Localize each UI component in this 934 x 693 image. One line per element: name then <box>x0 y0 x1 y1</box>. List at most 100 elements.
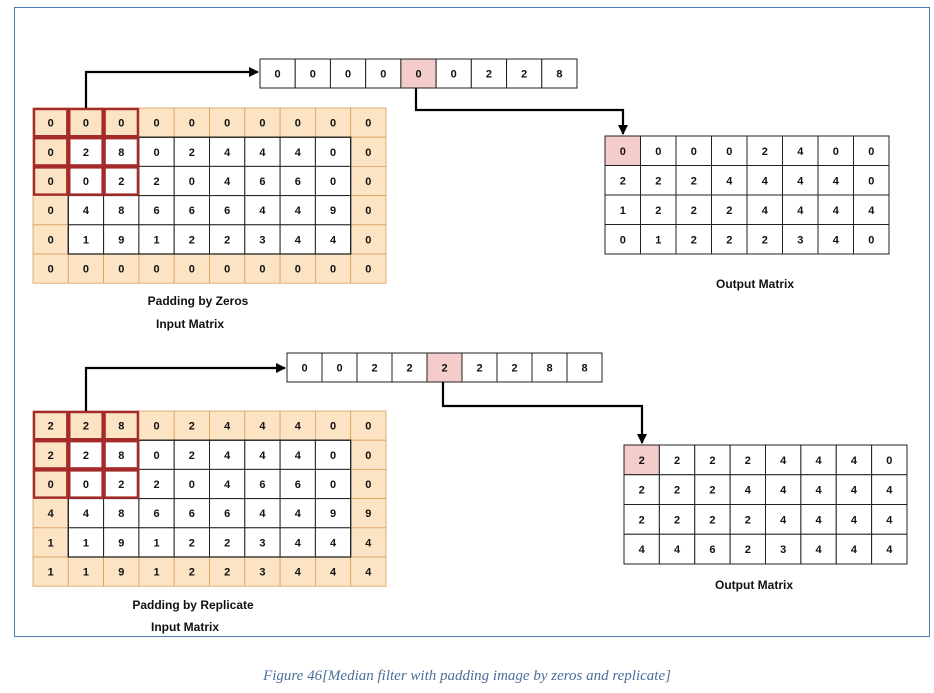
output-cell <box>853 224 890 255</box>
output-cell-value: 2 <box>674 514 680 526</box>
input-cell-value: 2 <box>48 421 54 433</box>
output-cell-value: 2 <box>745 544 751 556</box>
input-cell-value: 0 <box>153 264 159 276</box>
output-cell <box>623 504 660 535</box>
sorted-cell-value: 0 <box>336 363 342 375</box>
output-cell-value: 4 <box>886 514 893 526</box>
sorted-cell-value: 0 <box>380 69 386 81</box>
padding-cell <box>244 556 281 587</box>
output-cell <box>694 444 731 476</box>
input-cell-value: 0 <box>330 450 336 462</box>
input-cell-value: 3 <box>259 537 265 549</box>
output-cell-value: 4 <box>851 485 858 497</box>
input-cell-value: 4 <box>295 234 302 246</box>
input-cell-value: 0 <box>48 147 54 159</box>
input-cell-value: 8 <box>118 205 124 217</box>
input-cell-value: 6 <box>295 479 301 491</box>
padding-cell <box>32 439 69 470</box>
input-cell <box>244 224 281 255</box>
output-cell <box>765 533 802 565</box>
input-cell <box>173 136 210 167</box>
input-cell-value: 8 <box>118 421 124 433</box>
output-cell-value: 2 <box>762 234 768 246</box>
window-cell-outline <box>103 410 140 441</box>
input-matrix-label: Input Matrix <box>156 317 224 331</box>
input-cell-value: 6 <box>189 508 195 520</box>
input-cell <box>279 224 316 255</box>
input-cell-value: 8 <box>118 147 124 159</box>
padding-label: Padding by Replicate <box>132 598 254 612</box>
input-cell <box>67 165 105 197</box>
input-cell-value: 0 <box>189 264 195 276</box>
input-cell-value: 0 <box>365 479 371 491</box>
output-cell <box>640 224 677 255</box>
sorted-cell <box>294 58 331 89</box>
output-cell <box>853 165 890 196</box>
window-cell-outline <box>103 166 140 196</box>
output-cell-value: 1 <box>620 205 626 217</box>
window-cell-outline <box>32 166 69 196</box>
input-cell-value: 0 <box>330 147 336 159</box>
output-cell-value: 2 <box>639 514 645 526</box>
output-cell-value: 2 <box>726 234 732 246</box>
window-cell-outline <box>68 136 104 167</box>
input-cell-value: 0 <box>189 118 195 130</box>
input-cell-value: 0 <box>48 176 54 188</box>
output-cell-value: 4 <box>745 485 752 497</box>
output-cell-value: 0 <box>726 146 732 158</box>
output-cell <box>640 165 677 196</box>
input-cell-value: 1 <box>48 537 54 549</box>
input-cell <box>279 468 316 500</box>
output-cell <box>711 135 748 166</box>
sorted-cell-value: 2 <box>476 363 482 375</box>
output-cell-value: 2 <box>691 234 697 246</box>
sorted-cell <box>541 58 578 89</box>
input-cell-value: 8 <box>118 450 124 462</box>
input-cell-value: 2 <box>48 450 54 462</box>
input-cell-value: 4 <box>295 537 302 549</box>
output-cell-value: 0 <box>691 146 697 158</box>
input-matrix-label: Input Matrix <box>151 620 219 634</box>
output-cell-value: 0 <box>620 146 626 158</box>
input-cell-value: 6 <box>189 205 195 217</box>
output-cell <box>694 533 731 565</box>
window-cell-outline <box>103 107 140 138</box>
input-cell <box>67 468 105 500</box>
input-cell-value: 3 <box>259 234 265 246</box>
input-cell-value: 1 <box>48 567 54 579</box>
input-cell-value: 6 <box>224 508 230 520</box>
window-cell-outline <box>103 136 140 167</box>
output-cell-value: 4 <box>639 544 646 556</box>
padding-cell <box>350 556 387 587</box>
input-cell-value: 0 <box>259 118 265 130</box>
output-cell-value: 0 <box>868 146 874 158</box>
output-cell-value: 2 <box>674 455 680 467</box>
input-cell <box>209 224 246 255</box>
arrow-window-to-sorted <box>84 67 259 108</box>
input-cell-value: 2 <box>189 147 195 159</box>
padding-cell <box>350 410 387 441</box>
input-cell-value: 0 <box>153 118 159 130</box>
input-cell-value: 0 <box>83 176 89 188</box>
input-cell <box>173 195 210 226</box>
output-cell-value: 4 <box>816 514 823 526</box>
output-cell-value: 3 <box>797 234 803 246</box>
output-cell-value: 4 <box>780 514 787 526</box>
window-cell-outline <box>32 440 69 470</box>
sorted-cell-value: 0 <box>301 363 307 375</box>
input-cell <box>209 165 246 197</box>
window-cell-outline <box>32 107 69 138</box>
window-cell-outline <box>68 107 104 138</box>
output-cell-value: 4 <box>833 205 840 217</box>
input-cell-value: 0 <box>365 421 371 433</box>
input-cell-value: 9 <box>118 567 124 579</box>
output-cell <box>746 165 783 196</box>
input-cell-value: 4 <box>259 205 266 217</box>
output-cell-value: 0 <box>868 175 874 187</box>
input-cell-value: 4 <box>295 205 302 217</box>
output-cell <box>835 533 873 565</box>
padding-cell <box>350 527 387 558</box>
